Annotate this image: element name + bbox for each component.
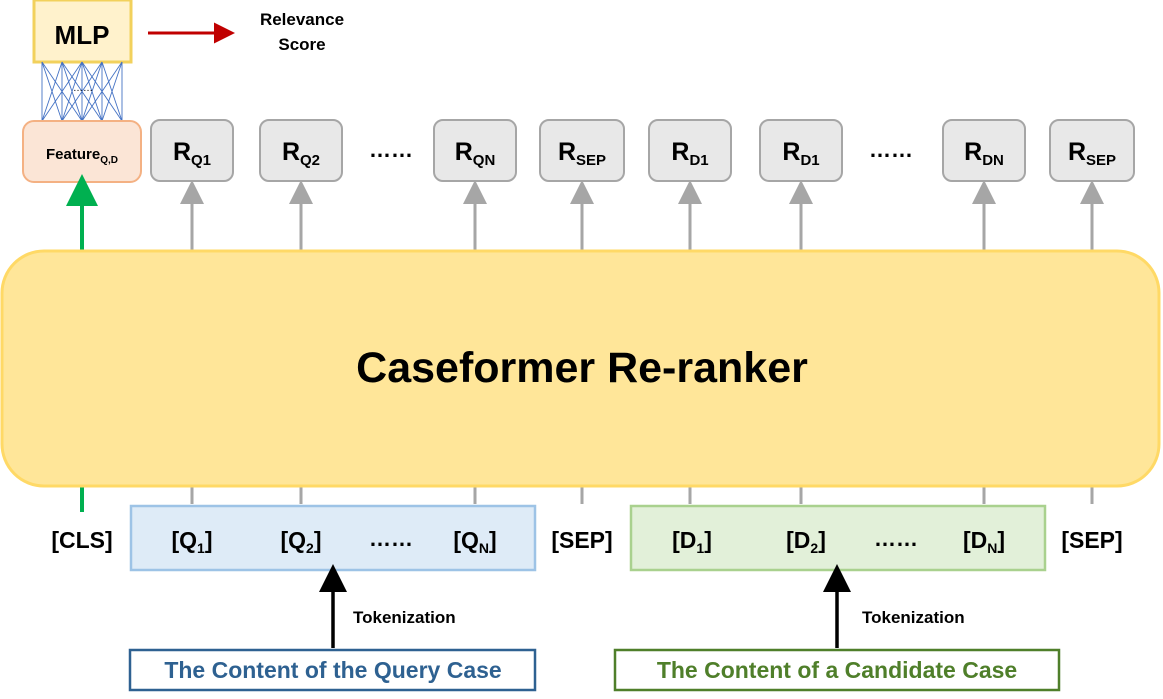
output-token-label: RQN: [455, 138, 496, 169]
input-token-row: [Q1] [Q2] …… [QN] [D1] [D2] …… [DN]: [171, 526, 1005, 556]
output-token-label: RSEP: [558, 138, 606, 169]
doc-token: [D2]: [786, 527, 826, 556]
output-token-box: [1049, 119, 1135, 182]
candidate-content-label: The Content of a Candidate Case: [657, 657, 1017, 683]
mlp-label: MLP: [55, 20, 110, 50]
sep-token-2: [SEP]: [1061, 527, 1122, 553]
output-ellipsis: ……: [869, 137, 913, 162]
output-token-label: RQ2: [282, 138, 320, 169]
output-token-box: [539, 119, 625, 182]
query-token: [Q1]: [171, 527, 212, 556]
query-token: [QN]: [453, 527, 496, 556]
mlp-connections: [41, 61, 123, 122]
mlp-fan-line: [41, 61, 83, 122]
output-token-box: [433, 119, 517, 182]
mlp-fan-line: [81, 61, 123, 122]
output-token-label: RD1: [671, 138, 708, 169]
mlp-fan-line: [41, 61, 63, 122]
mlp-fan-line: [101, 61, 123, 122]
query-content-box: [128, 648, 537, 692]
doc-ellipsis: ……: [874, 526, 918, 551]
mlp-fan-dots: ……: [73, 83, 93, 94]
output-ellipsis: ……: [369, 137, 413, 162]
mlp-fan-line: [81, 61, 103, 122]
output-token-label: RDN: [964, 138, 1004, 169]
mlp-fan-line: [61, 61, 83, 122]
output-token-box: [150, 119, 234, 182]
query-tokenization-label: Tokenization: [353, 608, 456, 627]
doc-token: [D1]: [672, 527, 712, 556]
output-token-box: [759, 119, 843, 182]
query-ellipsis: ……: [369, 526, 413, 551]
output-token-box: [259, 119, 343, 182]
output-token-row: RQ1 RQ2 …… RQN RSEP RD1 RD1 …… RDN RSEP: [150, 119, 1135, 182]
cls-token: [CLS]: [51, 527, 112, 553]
query-token: [Q2]: [280, 527, 321, 556]
mlp-fan-line: [61, 61, 103, 122]
output-token-box: [648, 119, 732, 182]
relevance-label-line1: Relevance: [260, 10, 344, 29]
token-connectors: [180, 180, 1104, 504]
candidate-tokenization-label: Tokenization: [862, 608, 965, 627]
candidate-content-box: [613, 648, 1061, 692]
sep-token-1: [SEP]: [551, 527, 612, 553]
caseformer-reranker-box: [0, 249, 1161, 488]
query-content-label: The Content of the Query Case: [164, 657, 501, 683]
mlp-box: [32, 0, 133, 64]
output-token-box: [942, 119, 1026, 182]
output-token-label: RQ1: [173, 138, 211, 169]
query-token-group: [129, 504, 537, 572]
doc-token: [DN]: [963, 527, 1005, 556]
relevance-label-line2: Score: [278, 35, 325, 54]
output-token-label: RD1: [782, 138, 819, 169]
feature-label: FeatureQ,D: [46, 146, 118, 166]
output-token-label: RSEP: [1068, 138, 1116, 169]
model-title: Caseformer Re-ranker: [356, 344, 808, 392]
